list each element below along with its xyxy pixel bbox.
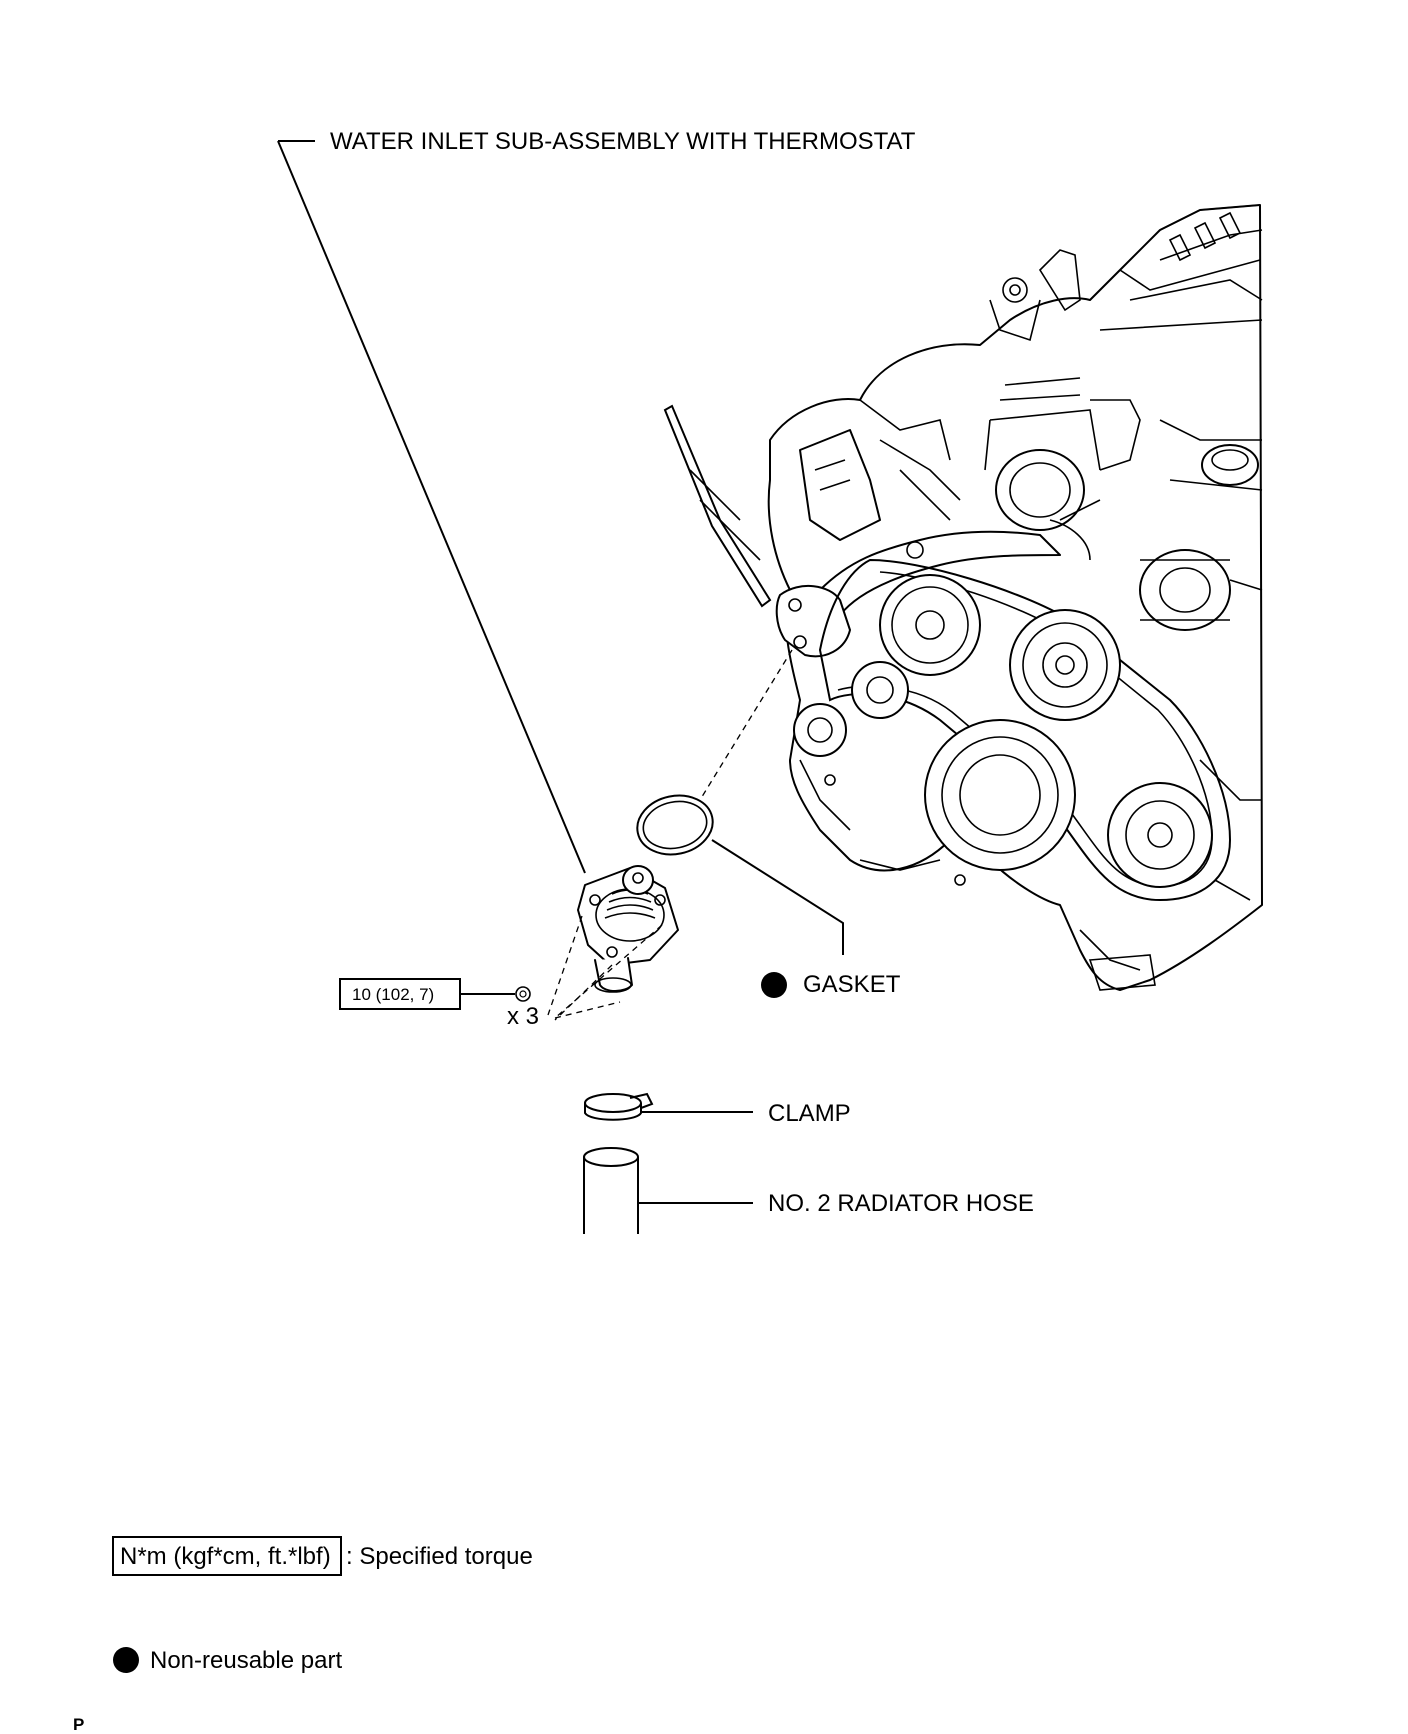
gasket-label: GASKET <box>803 971 901 998</box>
pulleys <box>793 574 1213 888</box>
water-inlet-label: WATER INLET SUB-ASSEMBLY WITH THERMOSTAT <box>330 128 916 155</box>
radiator-hose-part <box>583 1147 753 1234</box>
legend-nonreusable-icon <box>113 1647 139 1673</box>
engine-illustration <box>663 204 1263 991</box>
water-inlet-callout: WATER INLET SUB-ASSEMBLY WITH THERMOSTAT <box>277 128 916 874</box>
legend-torque-desc: : Specified torque <box>346 1543 533 1570</box>
footer-code: P <box>73 1715 84 1734</box>
clamp-label: CLAMP <box>768 1100 851 1127</box>
legend-nonreusable-desc: Non-reusable part <box>150 1647 342 1674</box>
legend: N*m (kgf*cm, ft.*lbf) : Specified torque… <box>112 1536 533 1674</box>
bolt-count: x 3 <box>507 1003 539 1030</box>
gasket-part <box>636 794 844 955</box>
torque-value-box <box>339 978 461 1010</box>
radiator-hose-label: NO. 2 RADIATOR HOSE <box>768 1190 1034 1217</box>
legend-torque-box <box>112 1536 342 1576</box>
assembly-lines <box>547 649 793 1021</box>
bolt-icon <box>515 986 531 1002</box>
bolt-callout: 10 (102, 7) x 3 <box>339 978 539 1030</box>
torque-value: 10 (102, 7) <box>352 985 434 1004</box>
gasket-nonreusable-icon <box>761 972 787 998</box>
legend-torque-box-text: N*m (kgf*cm, ft.*lbf) <box>120 1543 331 1570</box>
water-inlet-part <box>577 865 679 993</box>
clamp-part <box>584 1092 753 1121</box>
